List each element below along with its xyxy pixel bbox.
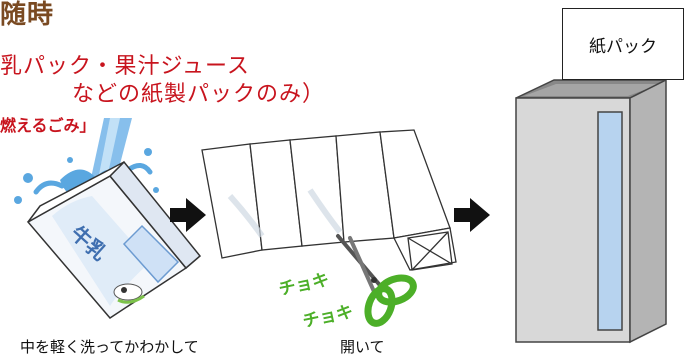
accepted-types-line1: 乳パック・果汁ジュース bbox=[0, 54, 250, 79]
step-open-caption: 開いて bbox=[340, 338, 385, 356]
opened-carton-icon bbox=[201, 129, 457, 271]
arrow-right-icon bbox=[454, 198, 490, 232]
arrow-right-icon bbox=[170, 198, 206, 232]
box-label-sign: 紙パック bbox=[562, 8, 684, 80]
milk-carton-icon bbox=[26, 160, 202, 319]
burnable-garbage-note: 燃えるごみ」 bbox=[0, 116, 96, 135]
collection-box-icon bbox=[515, 78, 667, 344]
page-title: 随時 bbox=[0, 0, 55, 30]
step-wash-caption: 中を軽く洗ってかわかして bbox=[20, 338, 199, 356]
scissors-icon bbox=[336, 234, 417, 327]
box-slot bbox=[597, 111, 623, 331]
accepted-types-line2: などの紙製パックのみ） bbox=[72, 82, 326, 107]
box-label: 紙パック bbox=[589, 36, 657, 57]
